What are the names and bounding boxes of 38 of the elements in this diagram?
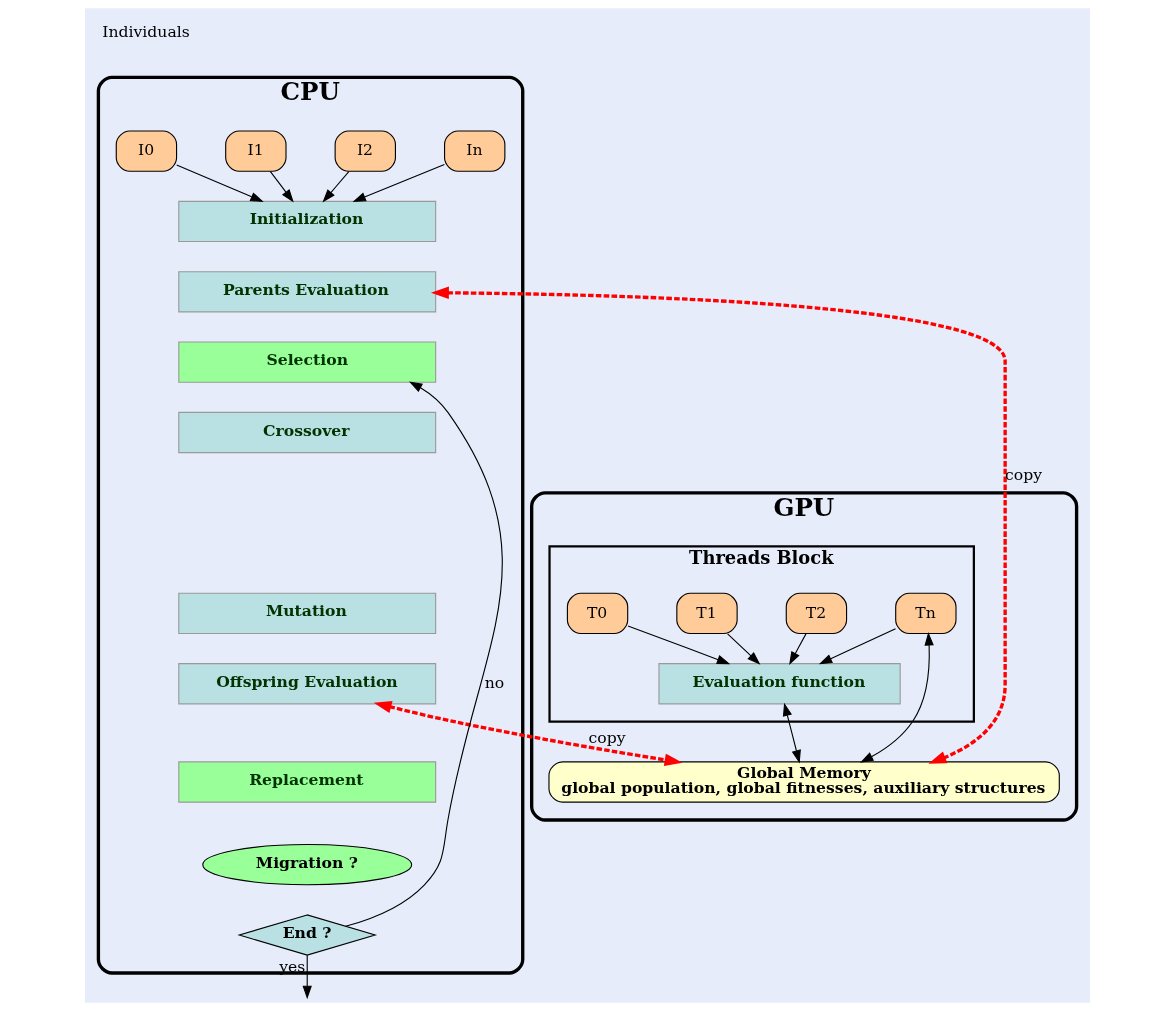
node-box: I1	[224, 130, 287, 172]
arrow	[175, 164, 264, 202]
node-box: Evaluation function	[657, 663, 901, 705]
node-ellipse: Migration ?	[201, 844, 412, 886]
node-box: Initialization	[177, 200, 436, 243]
arrow	[859, 632, 934, 763]
node-box: Offspring Evaluation	[177, 663, 436, 705]
arrow	[818, 628, 896, 665]
arrow	[430, 286, 1007, 764]
arrow	[269, 171, 294, 203]
arrow	[352, 164, 445, 202]
node-box: T1	[675, 592, 738, 635]
edge-label: yes	[278, 956, 305, 976]
node-box: Tn	[894, 592, 957, 635]
node-box: Mutation	[177, 592, 436, 635]
arrow	[782, 702, 801, 764]
edge-label: copy	[1004, 464, 1042, 484]
node-box: I0	[115, 130, 177, 172]
node-box: T2	[785, 592, 847, 635]
edge-label: copy	[588, 728, 626, 748]
arrow	[626, 625, 730, 665]
node-box: Replacement	[177, 761, 436, 803]
node-box: I2	[334, 130, 396, 172]
edge-label: no	[484, 672, 504, 692]
node-diamond: End ?	[236, 914, 377, 956]
label: Individuals	[101, 21, 190, 41]
arrow	[321, 171, 349, 203]
node-box: T0	[566, 592, 628, 635]
node-box: Global Memory global population, global fitnesses, auxiliary structures	[547, 761, 1060, 803]
arrow	[788, 633, 806, 665]
node-box: Parents Evaluation	[177, 271, 436, 313]
arrow	[344, 381, 503, 927]
node-box: Selection	[177, 341, 436, 383]
node-box: In	[443, 130, 505, 172]
arrow	[302, 954, 312, 1000]
node-box: Crossover	[177, 411, 436, 454]
arrow	[373, 700, 682, 767]
arrow	[726, 633, 760, 665]
